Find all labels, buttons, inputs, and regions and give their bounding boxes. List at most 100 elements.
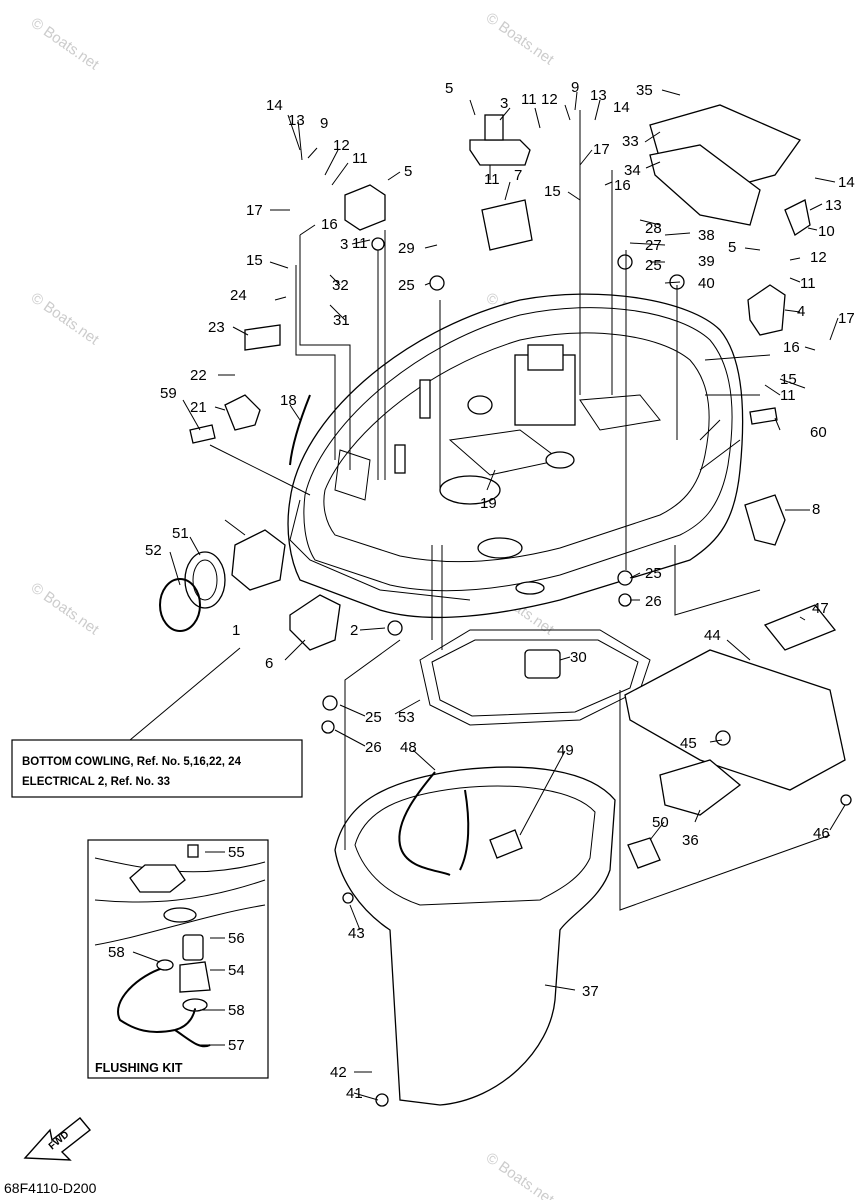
callout: 56 [228,930,245,947]
callout: 23 [208,319,225,336]
callout: 8 [812,501,820,518]
watermark: © Boats.net [483,1149,558,1200]
callout: 11 [800,275,816,292]
callout: 11 [521,91,537,108]
leader-lines [129,89,846,1101]
callout: 36 [682,832,699,849]
reference-line-2: ELECTRICAL 2, Ref. No. 33 [22,776,170,788]
callout: 51 [172,525,189,542]
callout: 2 [350,622,358,639]
callout: 26 [645,593,662,610]
callout: 42 [330,1064,347,1081]
callout: 31 [333,312,350,329]
callout: 15 [780,371,797,388]
callout: 43 [348,925,365,942]
callout: 58 [108,944,125,961]
callout: 24 [230,287,247,304]
callout: 12 [810,249,827,266]
forward-arrow: FWD [23,1117,91,1161]
callout: 9 [320,115,328,132]
callout: 48 [400,739,417,756]
callout: 52 [145,542,162,559]
callout: 15 [246,252,263,269]
callout: 41 [346,1085,363,1102]
callout: 21 [190,399,207,416]
callout: 49 [557,742,574,759]
callout: 38 [698,227,715,244]
reference-line-1: BOTTOM COWLING, Ref. No. 5,16,22, 24 [22,756,242,768]
callout-labels: 14 13 9 12 11 5 17 16 3 11 15 29 32 25 2… [108,79,855,1102]
callout: 45 [680,735,697,752]
callout: 3 [340,236,348,253]
callout: 13 [288,112,305,129]
callout: 46 [813,825,830,842]
callout: 27 [645,237,662,254]
callout: 58 [228,1002,245,1019]
callout: 37 [582,983,599,1000]
callout: 14 [266,97,283,114]
callout: 12 [541,91,558,108]
callout: 18 [280,392,297,409]
callout: 16 [783,339,800,356]
bottom-cowling [287,293,744,619]
callout: 34 [624,162,641,179]
callout: 25 [645,257,662,274]
callout: 55 [228,844,245,861]
callout: 15 [544,183,561,200]
callout: 22 [190,367,207,384]
callout: 16 [614,177,631,194]
callout: 25 [398,277,415,294]
callout: 44 [704,627,721,644]
callout: 35 [636,82,653,99]
callout: 40 [698,275,715,292]
callout: 9 [571,79,579,96]
callout: 28 [645,220,662,237]
callout: 5 [445,80,453,97]
callout: 54 [228,962,245,979]
callout: 7 [514,167,522,184]
callout: 50 [652,814,669,831]
callout: 5 [404,163,412,180]
callout: 1 [232,622,240,639]
flushing-kit-label: FLUSHING KIT [95,1061,183,1075]
diagram-code: 68F4110-D200 [4,1180,97,1196]
callout: 14 [613,99,630,116]
callout: 12 [333,137,350,154]
watermark: © Boats.net [28,579,103,638]
callout: 17 [593,141,610,158]
callout: 10 [818,223,835,240]
callout: 32 [332,277,349,294]
callout: 13 [825,197,842,214]
callout: 13 [590,87,607,104]
callout: 3 [500,95,508,112]
watermark: © Boats.net [28,14,103,73]
callout: 5 [728,239,736,256]
callout: 25 [365,709,382,726]
callout: 11 [352,235,368,252]
callout: 11 [484,171,500,188]
callout: 6 [265,655,273,672]
callout: 11 [780,387,796,404]
callout: 17 [246,202,263,219]
callout: 33 [622,133,639,150]
parts [159,104,852,1107]
callout: 11 [352,150,368,167]
callout: 16 [321,216,338,233]
flushing-kit-inset: FLUSHING KIT [87,839,269,1079]
callout: 17 [838,310,855,327]
callout: 57 [228,1037,245,1054]
callout: 14 [838,174,855,191]
callout: 53 [398,709,415,726]
callout: 47 [812,600,829,617]
callout: 19 [480,495,497,512]
callout: 30 [570,649,587,666]
callout: 59 [160,385,177,402]
callout: 60 [810,424,827,441]
callout: 25 [645,565,662,582]
callout: 4 [797,303,805,320]
callout: 26 [365,739,382,756]
callout: 29 [398,240,415,257]
reference-box: BOTTOM COWLING, Ref. No. 5,16,22, 24 ELE… [11,739,303,798]
callout: 39 [698,253,715,270]
